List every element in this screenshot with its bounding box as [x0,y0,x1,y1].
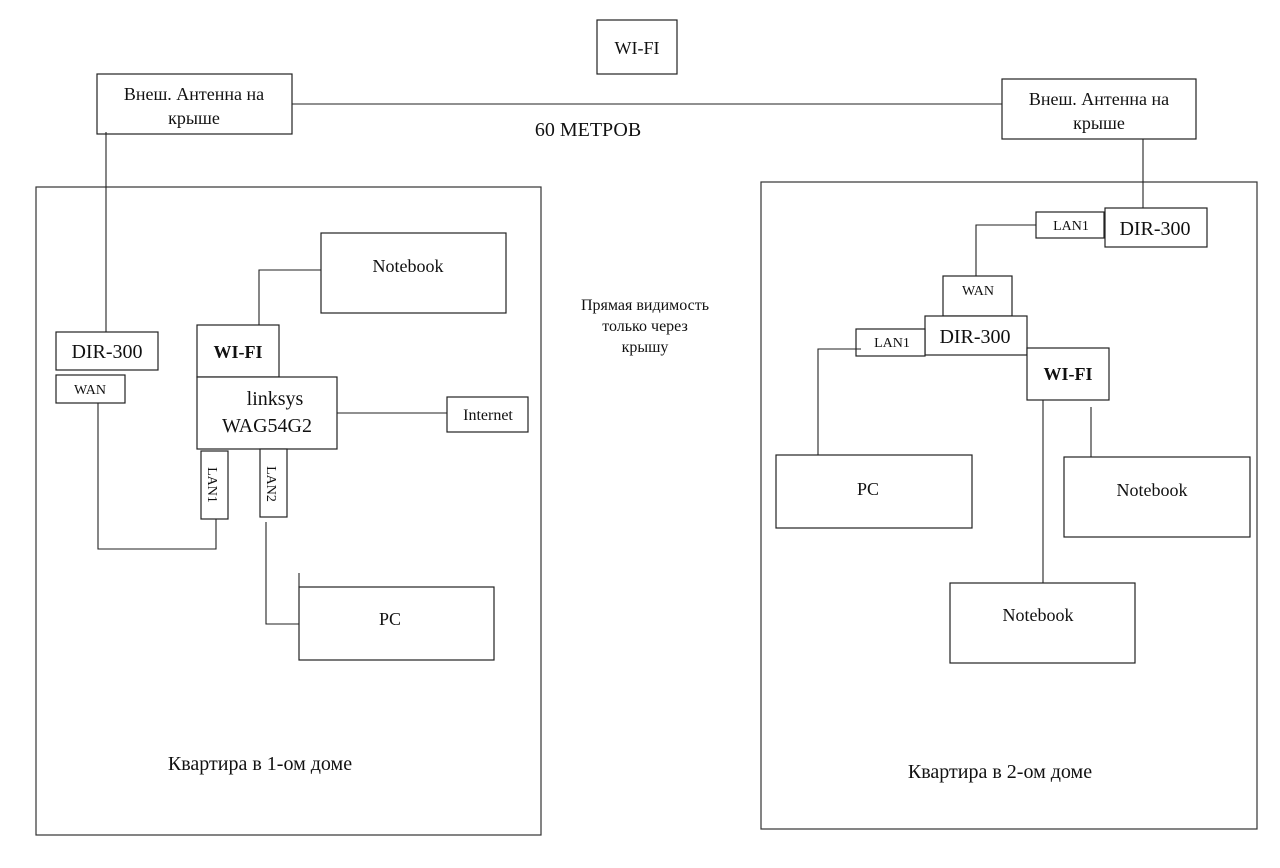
left-house-label: Квартира в 1-ом доме [168,753,352,775]
linksys-model-label: WAG54G2 [222,415,312,437]
right-lan1-to-wan-wire [975,224,1036,276]
line-of-sight-note: Прямая видимость только через крышу [581,297,709,356]
left-house-outline [35,186,542,836]
right-dir300-top-lan1-port: LAN1 [1035,211,1105,239]
linksys-lan2-port: LAN2 [259,448,288,518]
left-notebook-box: Notebook [320,232,507,314]
left-wifi-label: WI-FI [214,342,263,362]
internet-box: Internet [446,396,529,433]
wifi-title-text: WI-FI [615,38,660,58]
right-pc-box: PC [775,454,973,529]
right-lan1-to-pc-wire [817,348,861,455]
right-bottom-notebook-box: Notebook [949,582,1136,664]
left-notebook-label: Notebook [373,256,444,276]
distance-label: 60 МЕТРОВ [535,119,641,141]
linksys-label: linksys [247,388,304,410]
right-notebook-box: Notebook [1063,456,1251,538]
right-dir300-mid-box: DIR-300 [924,315,1028,356]
right-antenna-line1: Внеш. Антенна на [1029,89,1169,109]
lan1-label: LAN1 [204,467,219,503]
left-pc-box: PC [298,586,495,661]
right-house-label: Квартира в 2-ом доме [908,761,1092,783]
right-wifi-label: WI-FI [1044,364,1093,384]
right-top-lan1-label: LAN1 [1053,219,1089,234]
internet-label: Internet [463,407,513,424]
left-wan-label: WAN [74,383,106,398]
right-wifi-box: WI-FI [1026,347,1110,401]
right-bottom-notebook-label: Notebook [1003,605,1074,625]
right-dir300-mid-label: DIR-300 [939,326,1010,348]
left-dir300-wan-port: WAN [55,374,126,404]
note-line2: только через [602,318,688,335]
left-antenna-line1: Внеш. Антенна на [124,84,264,104]
right-dir300-top-label: DIR-300 [1119,218,1190,240]
right-dir300-top-box: DIR-300 [1104,207,1208,248]
left-dir300-label: DIR-300 [71,341,142,363]
note-line3: крышу [622,339,669,356]
left-antenna-box: Внеш. Антенна на крыше [96,73,293,135]
left-wifi-to-notebook-wire [258,269,321,325]
right-house-outline [760,181,1258,830]
right-dir300-mid-lan1-port: LAN1 [855,328,926,357]
right-antenna-line2: крыше [1073,113,1125,133]
right-mid-lan1-label: LAN1 [874,336,910,351]
right-dir300-mid-wan-port: WAN [942,275,1013,317]
linksys-router-box: linksys WAG54G2 [196,376,338,450]
note-line1: Прямая видимость [581,297,709,314]
right-notebook-label: Notebook [1117,480,1188,500]
right-pc-label: PC [857,479,879,499]
left-dir300-box: DIR-300 [55,331,159,371]
wifi-title-box: WI-FI [596,19,678,75]
left-pc-label: PC [379,609,401,629]
left-wan-to-lan1-wire [97,403,217,550]
right-antenna-box: Внеш. Антенна на крыше [1001,78,1197,140]
linksys-lan1-port: LAN1 [200,450,229,520]
left-lan2-to-pc-wire [265,522,299,625]
left-antenna-line2: крыше [168,108,220,128]
right-wan-label: WAN [962,284,994,299]
left-wifi-box: WI-FI [196,324,280,378]
lan2-label: LAN2 [263,466,278,502]
